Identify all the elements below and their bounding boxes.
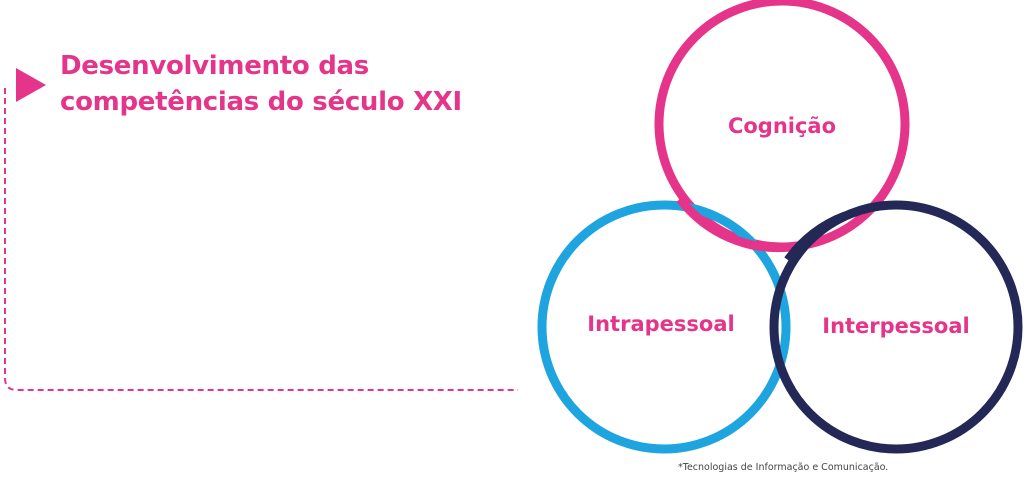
circle-intrapessoal <box>537 200 791 454</box>
circle-interpessoal <box>769 200 1023 454</box>
play-triangle-icon <box>16 68 46 102</box>
label-interpessoal: Interpessoal <box>822 314 969 338</box>
label-cognicao: Cognição <box>728 114 836 138</box>
label-intrapessoal: Intrapessoal <box>587 312 734 336</box>
footnote: *Tecnologias de Informação e Comunicação… <box>678 462 889 473</box>
title-line-1: Desenvolvimento das <box>60 51 369 81</box>
page-title: Desenvolvimento das competências do sécu… <box>60 48 462 120</box>
interlace-cognicao-over-intrapessoal <box>676 196 791 253</box>
interlace-interpessoal-over-cognicao <box>784 211 847 263</box>
title-line-2: competências do século XXI <box>60 87 462 117</box>
